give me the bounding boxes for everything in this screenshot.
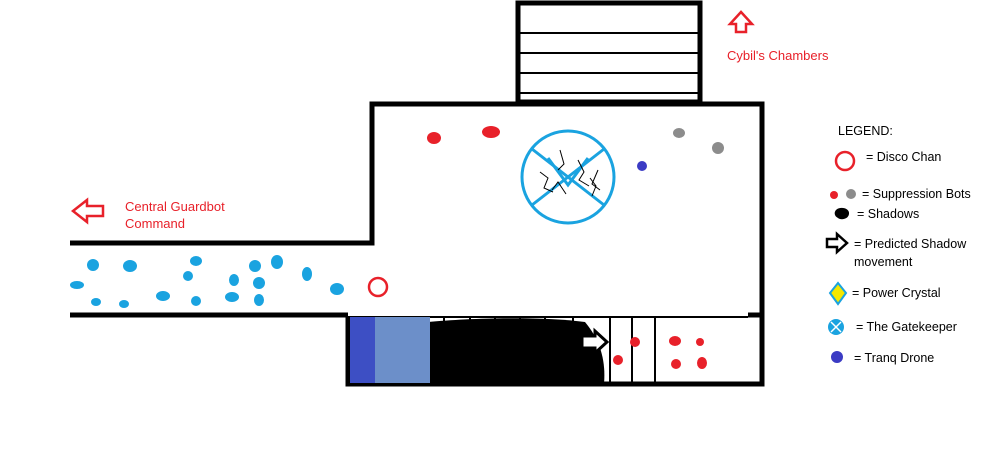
legend-bot-red — [830, 191, 838, 199]
shadow-blob-icon — [834, 207, 850, 220]
legend-predicted-text-2: movement — [854, 255, 913, 269]
legend-shadows-text: = Shadows — [857, 207, 920, 221]
right-arrow-icon — [580, 327, 610, 357]
legend-crystal-text: = Power Crystal — [852, 286, 941, 300]
main-room-wall — [70, 101, 765, 387]
up-arrow-icon — [727, 10, 755, 34]
suppression-bots — [427, 126, 724, 369]
disco-chan-marker — [367, 276, 389, 298]
cybils-chambers-label: Cybil's Chambers — [727, 48, 829, 63]
legend-title: LEGEND: — [838, 124, 893, 138]
left-arrow-icon — [70, 197, 105, 225]
blue-block-dark — [350, 317, 375, 383]
legend-bot-gray — [846, 189, 856, 199]
legend-bots-text: = Suppression Bots — [862, 187, 971, 201]
guardbot-label-line2: Command — [125, 216, 185, 231]
legend-arrow-icon — [825, 231, 849, 255]
tranq-drone-marker — [637, 161, 647, 171]
legend-predicted-text-1: = Predicted Shadow — [854, 237, 967, 251]
legend-drone-text: = Tranq Drone — [854, 351, 935, 365]
legend-drone-symbol — [831, 351, 843, 363]
guardbot-label-line1: Central Guardbot — [125, 199, 225, 214]
gatekeeper-icon — [520, 129, 616, 225]
legend-gatekeeper-icon — [828, 319, 844, 335]
legend-gatekeeper-text: = The Gatekeeper — [856, 320, 957, 334]
legend-disco-symbol — [834, 150, 856, 172]
shadow-blob-icon — [419, 318, 605, 384]
legend-disco-text: = Disco Chan — [866, 150, 942, 164]
power-crystal-icon — [828, 281, 848, 306]
corridor-markers — [70, 255, 344, 308]
